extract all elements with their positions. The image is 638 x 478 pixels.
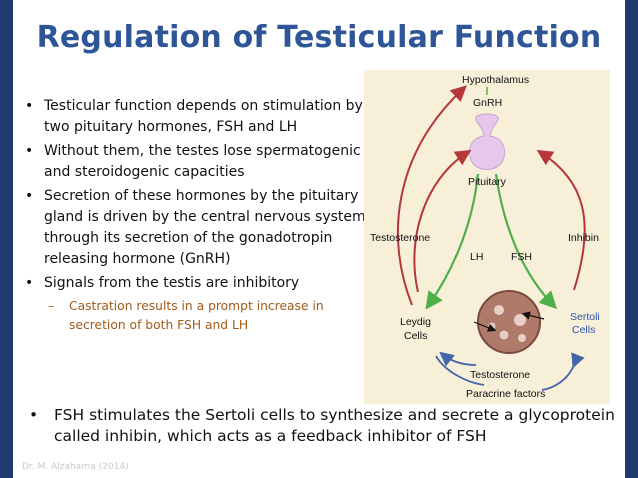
- fsh-arrow: [494, 173, 558, 310]
- inhibin-feedback-arrow: [536, 149, 586, 291]
- footer-credit: Dr. M. Alzaharna (2014): [22, 462, 129, 472]
- pituitary-gland-image: [468, 113, 506, 170]
- testosterone-bottom-label: Testosterone: [470, 369, 531, 381]
- hormone-regulation-diagram: Hypothalamus GnRH Pituitary Testosterone…: [364, 70, 610, 404]
- inhibin-label: Inhibin: [568, 232, 599, 244]
- hypothalamus-label: Hypothalamus: [462, 74, 530, 86]
- sertoli-label-line1: Sertoli: [570, 311, 600, 323]
- bottom-bullet-item: • FSH stimulates the Sertoli cells to sy…: [29, 406, 615, 445]
- sub-bullet-item: –Castration results in a prompt increase…: [48, 299, 324, 332]
- bullet-dot: •: [25, 143, 34, 159]
- bullet-item: •Signals from the testis are inhibitory: [22, 273, 367, 294]
- paracrine-factors-label: Paracrine factors: [466, 388, 546, 400]
- slide-title: Regulation of Testicular Function: [36, 20, 602, 55]
- testosterone-feedback-inner-arrow: [413, 149, 472, 293]
- fsh-label: FSH: [511, 251, 532, 263]
- leydig-pointer-arrow: [473, 321, 497, 332]
- sertoli-pointer-arrow: [521, 311, 545, 320]
- bullet-item: •Without them, the testes lose spermatog…: [25, 143, 361, 180]
- testosterone-feedback-label: Testosterone: [370, 232, 431, 244]
- paracrine-arrow-right: [541, 352, 585, 391]
- right-accent-bar: [625, 0, 638, 478]
- bullet-dot: •: [25, 275, 34, 291]
- bullet-item: •Secretion of these hormones by the pitu…: [25, 188, 366, 267]
- testis-section-image: [477, 290, 541, 354]
- lh-arrow: [425, 173, 480, 310]
- diagram-arrows: [397, 85, 586, 391]
- sertoli-label-line2: Cells: [572, 324, 596, 336]
- bullet-dot: •: [25, 188, 34, 204]
- dash-marker: –: [48, 299, 55, 313]
- leydig-label-line2: Cells: [404, 330, 428, 342]
- bullet-item: •Testicular function depends on stimulat…: [25, 98, 363, 135]
- left-accent-bar: [0, 0, 13, 478]
- bullet-list: •Testicular function depends on stimulat…: [22, 96, 367, 338]
- paracrine-arrow-left: [435, 355, 485, 386]
- bullet-dot: •: [25, 98, 34, 114]
- pituitary-label: Pituitary: [468, 176, 506, 188]
- gnrh-label: GnRH: [473, 97, 503, 109]
- lh-label: LH: [470, 251, 484, 263]
- leydig-label-line1: Leydig: [400, 316, 431, 328]
- testosterone-feedback-outer-arrow: [397, 85, 467, 306]
- testosterone-local-arrow: [439, 351, 477, 367]
- bullet-dot: •: [29, 406, 39, 424]
